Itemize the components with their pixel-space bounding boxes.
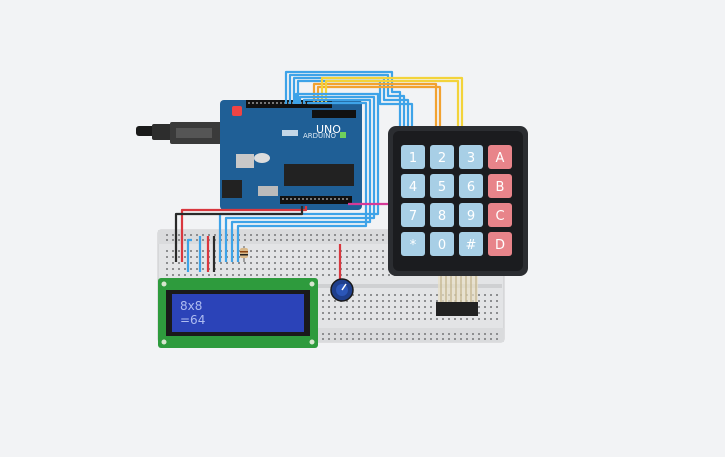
wire-blue-7: [230, 98, 372, 262]
key-label: C: [495, 209, 504, 224]
usb-cable: [136, 122, 222, 144]
key-label: #: [466, 238, 477, 253]
wire-blue-4: [296, 79, 414, 132]
potentiometer[interactable]: [330, 278, 354, 302]
wire-black: [174, 206, 304, 262]
key-8[interactable]: 8: [430, 203, 454, 227]
key-0[interactable]: 0: [430, 232, 454, 256]
arduino-uno-board[interactable]: ARDUINO UNO: [220, 100, 362, 210]
key-6[interactable]: 6: [459, 174, 483, 198]
key-label: 3: [467, 151, 475, 166]
key-star[interactable]: *: [401, 232, 425, 256]
wire-yellow-1: [320, 76, 464, 132]
lcd-line-1: 8x8: [180, 299, 202, 313]
key-9[interactable]: 9: [459, 203, 483, 227]
key-7[interactable]: 7: [401, 203, 425, 227]
arduino-model-text: UNO: [316, 123, 341, 136]
key-label: B: [496, 180, 505, 195]
lcd-16x2-display[interactable]: 8x8 =64: [158, 278, 318, 348]
wire-blue-3: [292, 76, 410, 132]
wire-lcd-blue-1: [186, 238, 192, 272]
keypad-connector: [436, 302, 478, 316]
key-4[interactable]: 4: [401, 174, 425, 198]
key-label: 1: [409, 151, 417, 166]
key-label: *: [410, 238, 417, 253]
key-D[interactable]: D: [488, 232, 512, 256]
key-1[interactable]: 1: [401, 145, 425, 169]
resistor[interactable]: [240, 246, 248, 262]
lcd-line-2: =64: [180, 313, 205, 327]
key-label: 0: [438, 238, 446, 253]
wire-yellow-2: [324, 79, 460, 132]
key-B[interactable]: B: [488, 174, 512, 198]
key-C[interactable]: C: [488, 203, 512, 227]
key-2[interactable]: 2: [430, 145, 454, 169]
key-hash[interactable]: #: [459, 232, 483, 256]
key-label: 7: [409, 209, 417, 224]
key-label: 5: [438, 180, 446, 195]
wires: [174, 70, 464, 284]
key-A[interactable]: A: [488, 145, 512, 169]
wire-blue-2: [288, 73, 406, 132]
power-jack: [222, 180, 242, 198]
wire-orange-2: [316, 85, 442, 132]
arduino-logo-text: ARDUINO: [303, 132, 336, 140]
key-3[interactable]: 3: [459, 145, 483, 169]
reset-button[interactable]: [232, 106, 242, 116]
wire-blue-8: [236, 101, 368, 262]
key-label: 2: [438, 151, 446, 166]
wire-blue-6: [224, 95, 376, 262]
wire-blue-5: [218, 92, 380, 262]
key-label: 9: [467, 209, 475, 224]
key-label: D: [495, 238, 505, 253]
keypad-4x4[interactable]: 1 2 3 A 4 5 6 B 7 8 9 C * 0 # D: [388, 126, 528, 276]
key-label: 8: [438, 209, 446, 224]
wire-red: [180, 206, 308, 262]
key-label: A: [496, 151, 505, 166]
key-5[interactable]: 5: [430, 174, 454, 198]
key-label: 4: [409, 180, 417, 195]
keypad-ribbon: [436, 276, 478, 316]
key-label: 6: [467, 180, 475, 195]
